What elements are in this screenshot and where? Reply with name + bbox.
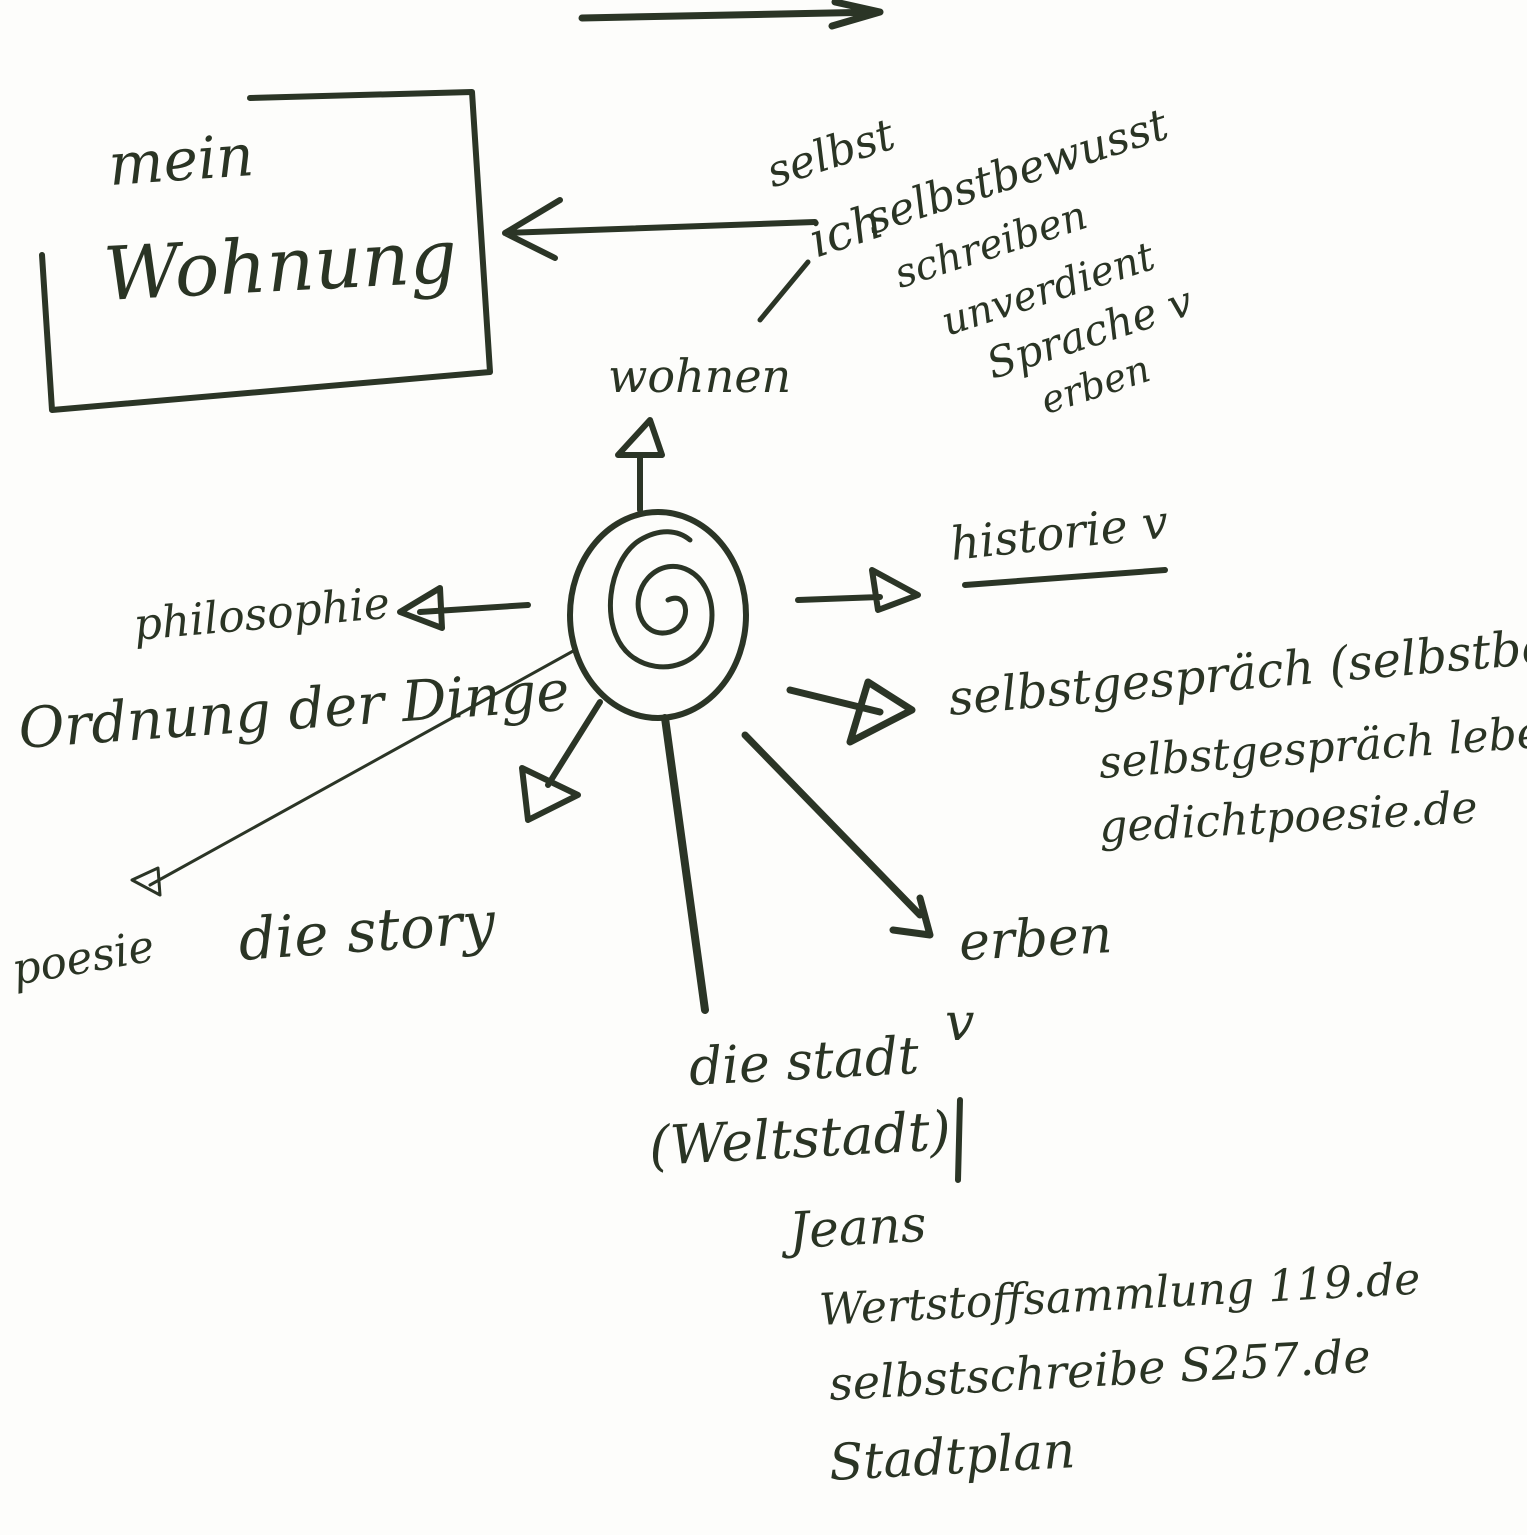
stadt-line-5: selbstschreibe S257.de — [828, 1329, 1372, 1411]
arrow-left-philosophie — [397, 585, 531, 631]
arrow-down-left — [519, 699, 603, 823]
right-column-text: selbst ich selbstbewusst schreiben unver… — [760, 99, 1198, 423]
check-mark: v — [945, 993, 974, 1053]
arrow-right-selbstgespraech — [786, 678, 916, 746]
stadt-line-2: (Weltstadt) — [647, 1099, 952, 1178]
wohnen-label: wohnen — [608, 349, 791, 403]
line-down-stadt — [661, 714, 709, 1014]
stadt-line-1: die stadt — [688, 1026, 921, 1098]
box-line-2: Wohnung — [101, 214, 459, 318]
top-edge-arrow — [578, 0, 884, 30]
stadt-line-4: Wertstoffsammlung 119.de — [818, 1254, 1422, 1336]
stadt-line-6: Stadtplan — [828, 1421, 1077, 1492]
line-wohnen-ich — [757, 259, 811, 323]
arrow-up-wohnen — [615, 417, 665, 513]
arrow-right-historie — [795, 567, 921, 613]
stadt-bracket — [955, 1097, 963, 1183]
column-line-1: selbst — [760, 109, 901, 198]
line-to-poesie — [130, 648, 577, 897]
arrow-to-box — [502, 197, 818, 261]
historie-label: historie v — [948, 494, 1171, 571]
arrow-down-right-erben — [741, 731, 934, 939]
box-line-1: mein — [106, 121, 256, 199]
spiral-icon — [567, 509, 749, 721]
ordnung-label: Ordnung der Dinge — [16, 659, 571, 762]
selbstgespraech-line-1: selbstgespräch (selbstbewusst) — [946, 605, 1527, 727]
selbstgespraech-line-3: gedichtpoesie.de — [1098, 782, 1479, 853]
poesie-label: poesie — [8, 921, 158, 996]
selbstgespraech-line-2: selbstgespräch leben — [1097, 705, 1527, 789]
stadt-line-3: Jeans — [779, 1195, 928, 1261]
story-label: die story — [236, 888, 498, 974]
historie-underline — [962, 567, 1168, 588]
wohnung-box — [39, 89, 493, 413]
philosophie-label: philosophie — [132, 578, 392, 651]
erben-label: erben — [958, 905, 1114, 973]
